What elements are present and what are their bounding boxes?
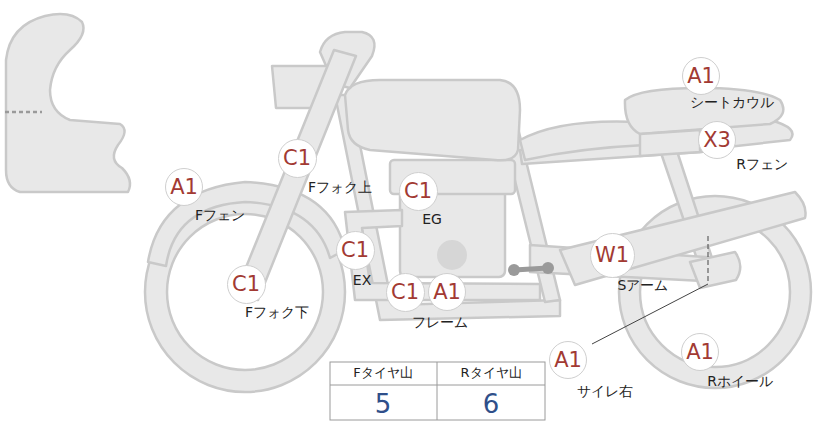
callout-code: X3 <box>703 130 731 151</box>
callout-circle: A1 <box>428 273 466 311</box>
callout-code: A1 <box>554 350 582 371</box>
callout-circle: C1 <box>278 139 317 178</box>
tail <box>640 130 700 156</box>
callout-circle: C1 <box>336 231 375 270</box>
table-header: Rタイヤ山 <box>460 366 521 381</box>
seat <box>520 121 645 160</box>
part-name: フレーム <box>412 314 468 330</box>
table-value: 5 <box>375 390 392 420</box>
muffler <box>560 192 806 285</box>
leader-dash <box>708 236 709 284</box>
part-name: Rホイール <box>707 373 773 389</box>
part-name: EX <box>353 272 371 288</box>
part-name: シートカウル <box>690 94 774 110</box>
callout-circle: W1 <box>590 233 635 278</box>
part-name: サイレ右 <box>577 383 633 399</box>
callout-circle: A1 <box>165 168 203 206</box>
callout-code: C1 <box>283 148 311 169</box>
callout-circle: C1 <box>386 273 425 312</box>
callout-code: A1 <box>687 66 715 87</box>
callout-circle: X3 <box>698 121 736 159</box>
callout-code: C1 <box>391 282 419 303</box>
part-name: Fフォク下 <box>245 304 309 320</box>
callout-code: A1 <box>170 177 198 198</box>
footpeg-end <box>542 262 554 274</box>
part-name: Fフォク上 <box>308 179 372 195</box>
callout-circle: A1 <box>681 333 719 371</box>
footpeg-end <box>508 264 520 276</box>
tread-table <box>330 362 545 420</box>
front-fork <box>236 50 356 300</box>
fairing <box>6 14 130 192</box>
muffler-end <box>690 252 740 288</box>
callout-code: C1 <box>404 181 432 202</box>
callout-code: C1 <box>232 274 260 295</box>
callout-code: A1 <box>433 282 461 303</box>
part-name: Fフェン <box>195 207 245 223</box>
callout-circle: C1 <box>227 265 266 304</box>
callout-circle: A1 <box>549 341 587 379</box>
callout-code: A1 <box>686 342 714 363</box>
callout-code: W1 <box>595 245 629 266</box>
fuel-tank <box>345 80 520 160</box>
callout-circle: A1 <box>682 57 720 95</box>
callout-circle: C1 <box>399 172 438 211</box>
part-name: EG <box>422 211 442 227</box>
front-rim <box>167 214 323 370</box>
part-name: Rフェン <box>736 156 788 172</box>
fairing-dash <box>5 111 42 114</box>
table-value: 6 <box>483 390 500 420</box>
callout-code: C1 <box>341 240 369 261</box>
part-name: Sアーム <box>618 277 669 293</box>
engine-cover <box>437 240 467 270</box>
table-header: Fタイヤ山 <box>353 366 412 381</box>
